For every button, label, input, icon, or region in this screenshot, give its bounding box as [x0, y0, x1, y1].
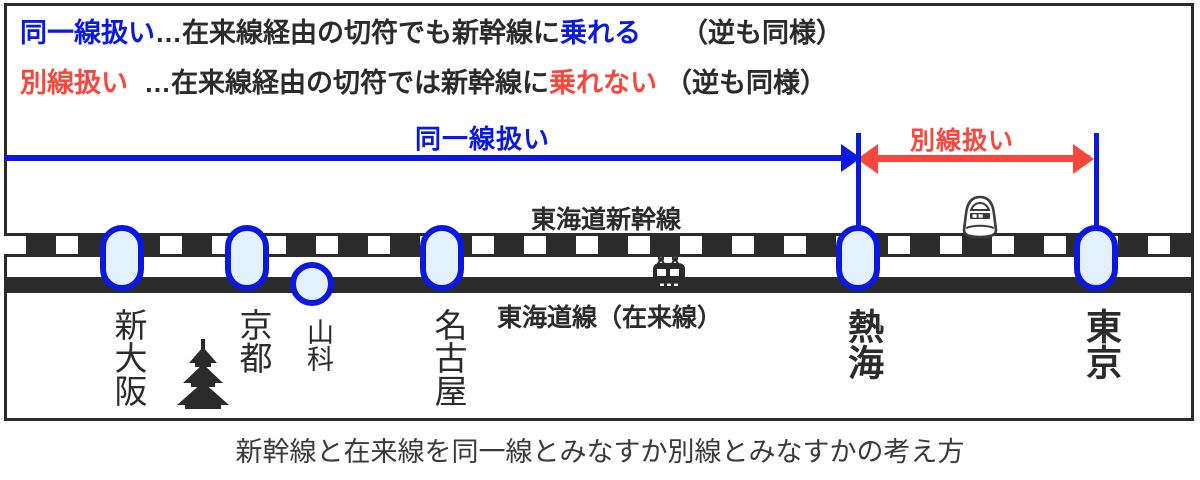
span-arrowhead-separate-line-right: [1073, 144, 1094, 174]
station-marker-1[interactable]: [225, 225, 269, 291]
local-train-icon: [648, 255, 690, 293]
station-label-1: 京都: [235, 308, 272, 374]
station-marker-2[interactable]: [290, 262, 334, 306]
span-label-separate-line: 別線扱い: [910, 127, 1015, 155]
shinkansen-rail-dashes: [4, 236, 1194, 254]
legend-connector-same-line: …在来線経由の切符でも新幹線に: [155, 18, 560, 48]
legend-row-separate-line: 別線扱い …在来線経由の切符では新幹線に乗れない （逆も同様）: [20, 70, 827, 97]
shinkansen-train-icon: [958, 194, 1002, 245]
shinkansen-line-label: 東海道新幹線: [531, 206, 682, 234]
diagram-caption: 新幹線と在来線を同一線とみなすか別線とみなすかの考え方: [235, 437, 965, 467]
station-label-3: 名古屋: [430, 308, 467, 407]
legend-verb-cannot-board: 乗れない: [549, 68, 657, 98]
station-label-5: 東京: [1081, 308, 1122, 380]
station-marker-5[interactable]: [1074, 225, 1118, 291]
station-marker-4[interactable]: [836, 225, 880, 291]
legend-note-same-line: （逆も同様）: [681, 18, 843, 48]
legend-row-same-line: 同一線扱い…在来線経由の切符でも新幹線に乗れる （逆も同様）: [20, 20, 843, 47]
pagoda-icon: [175, 337, 231, 414]
span-arrow-same-line: [4, 155, 857, 161]
conventional-rail-line: [4, 277, 1194, 293]
station-marker-3[interactable]: [420, 225, 464, 291]
boundary-connector-0: [856, 133, 861, 233]
boundary-connector-1: [1094, 133, 1099, 233]
span-arrowhead-separate-line-left: [857, 144, 878, 174]
legend-connector-separate-line: …在来線経由の切符では新幹線に: [144, 68, 549, 98]
legend-verb-can-board: 乗れる: [560, 18, 641, 48]
station-label-2: 山科: [303, 318, 333, 372]
station-label-0: 新大阪: [110, 308, 147, 407]
legend-keyword-separate-line: 別線扱い: [20, 68, 128, 98]
span-label-same-line: 同一線扱い: [415, 124, 551, 154]
span-arrow-separate-line: [868, 155, 1090, 162]
legend-keyword-same-line: 同一線扱い: [20, 18, 155, 48]
station-marker-0[interactable]: [100, 225, 144, 291]
station-label-4: 熱海: [843, 308, 884, 380]
legend-note-separate-line: （逆も同様）: [665, 68, 827, 98]
conventional-line-label: 東海道線（在来線）: [497, 304, 723, 332]
